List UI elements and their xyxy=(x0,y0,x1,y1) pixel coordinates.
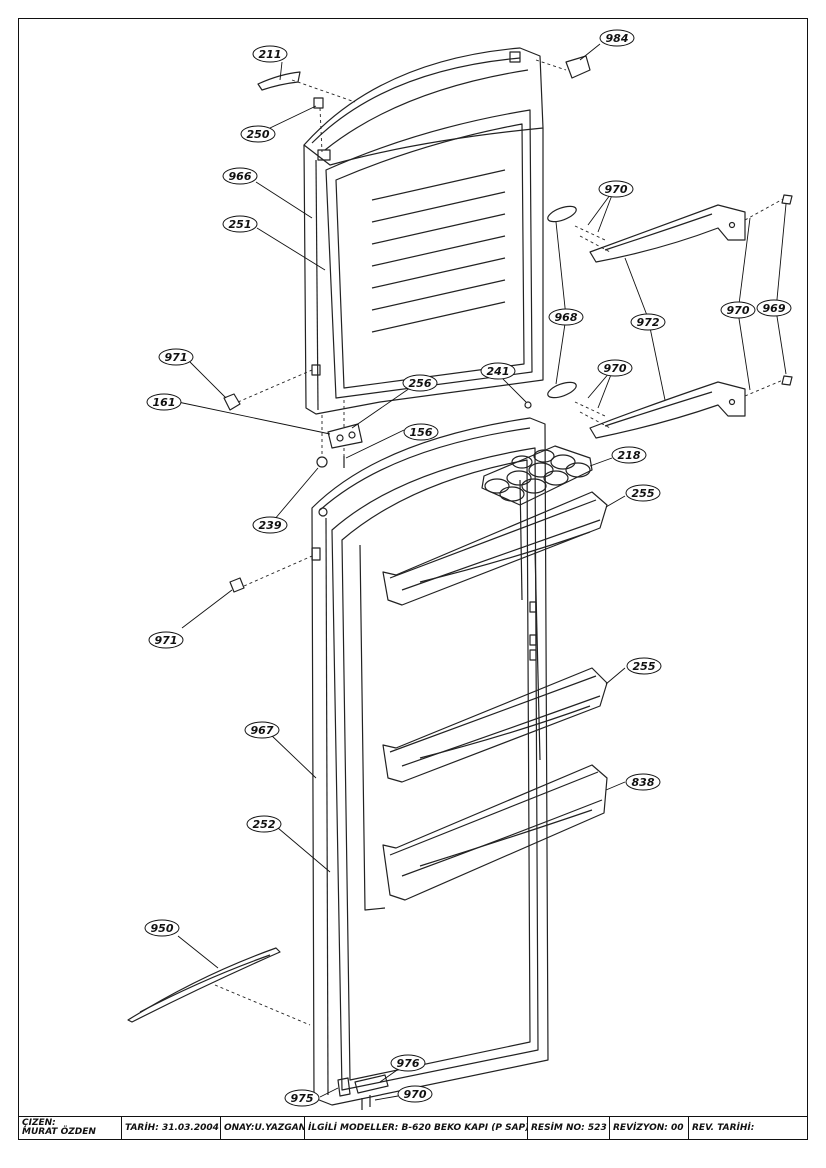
balloon-968 xyxy=(548,308,584,326)
balloon-156 xyxy=(403,423,439,441)
balloon-251 xyxy=(222,215,258,233)
hinge-plate-256 xyxy=(327,423,363,449)
label-255-b: 255 xyxy=(633,660,656,673)
label-967: 967 xyxy=(251,724,274,737)
balloon-250 xyxy=(240,125,276,143)
drawing-frame xyxy=(18,18,808,1140)
drawing-number-cell: RESİM NO: 523 xyxy=(528,1117,610,1139)
balloon-966 xyxy=(222,167,258,185)
label-966: 966 xyxy=(229,170,252,183)
date-cell: TARİH: 31.03.2004 xyxy=(122,1117,221,1139)
approval-cell: ONAY:U.YAZGAN xyxy=(221,1117,305,1139)
leader-lines xyxy=(177,43,787,1101)
balloon-967 xyxy=(244,721,280,739)
revision-date-cell: REV. TARİHİ: xyxy=(692,1123,755,1133)
balloon-970-b xyxy=(720,301,756,319)
part-984-shape xyxy=(565,55,591,79)
balloon-971-a xyxy=(158,348,194,366)
handle-lower xyxy=(589,381,746,439)
balloon-218 xyxy=(611,446,647,464)
drawn-by-cell: ÇIZEN: MURAT ÖZDEN xyxy=(19,1117,122,1139)
screw-969-upper xyxy=(781,194,793,205)
balloon-255-b xyxy=(626,657,662,675)
balloon-970-a xyxy=(598,180,634,198)
title-block: ÇIZEN: MURAT ÖZDEN TARİH: 31.03.2004 ONA… xyxy=(19,1116,807,1139)
callout-labels: 211 984 250 966 251 970 968 972 970 969 … xyxy=(151,32,786,1105)
freezer-door xyxy=(303,47,544,415)
balloon-976 xyxy=(390,1054,426,1072)
label-255-a: 255 xyxy=(632,487,655,500)
balloon-239 xyxy=(252,516,288,534)
label-971-a: 971 xyxy=(165,351,188,364)
label-971-b: 971 xyxy=(155,634,178,647)
shelf-upper xyxy=(382,491,608,606)
balloon-161 xyxy=(146,393,182,411)
callout-balloons xyxy=(144,29,792,1107)
balloon-975 xyxy=(284,1089,320,1107)
label-838: 838 xyxy=(632,776,655,789)
balloon-972 xyxy=(630,313,666,331)
balloon-256 xyxy=(402,374,438,392)
part-971-upper-shape xyxy=(223,393,241,411)
label-241: 241 xyxy=(487,365,510,378)
bottom-bracket-976 xyxy=(354,1074,389,1094)
label-252: 252 xyxy=(253,818,276,831)
balloon-211 xyxy=(252,45,288,63)
balloon-255-a xyxy=(625,484,661,502)
shelf-lower xyxy=(382,764,608,901)
label-250: 250 xyxy=(247,128,270,141)
drawn-by-name: MURAT ÖZDEN xyxy=(22,1127,96,1137)
label-984: 984 xyxy=(606,32,629,45)
part-971-lower-shape xyxy=(229,577,245,593)
label-968: 968 xyxy=(555,311,578,324)
balloon-971-b xyxy=(148,631,184,649)
label-970-c: 970 xyxy=(604,362,627,375)
egg-tray xyxy=(481,445,593,506)
balloon-838 xyxy=(625,773,661,791)
revision-cell: REVİZYON: 00 xyxy=(610,1117,689,1139)
label-211: 211 xyxy=(259,48,282,61)
label-239: 239 xyxy=(259,519,282,532)
assembly-lines xyxy=(214,59,784,1026)
label-969: 969 xyxy=(763,302,786,315)
fridge-door xyxy=(311,417,549,1106)
balloon-969 xyxy=(756,299,792,317)
label-976: 976 xyxy=(397,1057,420,1070)
label-251: 251 xyxy=(229,218,252,231)
balloon-252 xyxy=(246,815,282,833)
part-250-shape xyxy=(313,97,324,109)
label-975: 975 xyxy=(291,1092,314,1105)
label-970-d: 970 xyxy=(404,1088,427,1101)
handle-cap-upper xyxy=(547,205,577,223)
label-970-b: 970 xyxy=(727,304,750,317)
label-950: 950 xyxy=(151,922,174,935)
label-161: 161 xyxy=(153,396,176,409)
gasket-strip-950 xyxy=(127,947,281,1023)
label-970-a: 970 xyxy=(605,183,628,196)
balloon-950 xyxy=(144,919,180,937)
shelf-middle xyxy=(382,667,608,783)
label-256: 256 xyxy=(409,377,432,390)
balloon-241 xyxy=(480,362,516,380)
handle-cap-lower xyxy=(547,381,577,399)
related-models-cell: İLGİLİ MODELLER: B-620 BEKO KAPI (P SAP) xyxy=(305,1117,528,1139)
handle-upper xyxy=(589,204,746,263)
bushing-239 xyxy=(316,456,328,468)
label-972: 972 xyxy=(637,316,660,329)
plug-241 xyxy=(524,401,532,409)
bottom-hinge-975 xyxy=(337,1077,351,1097)
balloon-970-d xyxy=(397,1085,433,1103)
balloon-970-c xyxy=(597,359,633,377)
screw-969-lower xyxy=(781,375,793,386)
label-156: 156 xyxy=(410,426,433,439)
drawn-by-label: ÇIZEN: xyxy=(22,1118,56,1128)
balloon-984 xyxy=(599,29,635,47)
label-218: 218 xyxy=(618,449,641,462)
